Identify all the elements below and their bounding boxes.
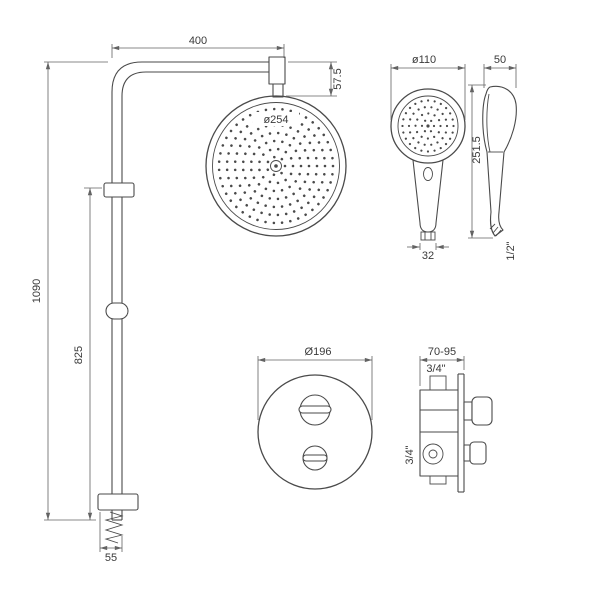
valve-plate-diameter-label: Ø196 [305,346,332,358]
dimension-arm-reach: 400 [111,35,285,58]
spray-nozzle-pattern [217,107,335,225]
base-offset-label: 55 [105,552,117,564]
dimension-hand-head-depth: 50 [483,54,517,88]
overhead-shower-head: ø254 [205,56,347,237]
head-rim-outer [205,95,347,237]
dimension-total-height: 1090 [31,61,108,521]
valve-recess-depth-label: 70-95 [428,346,456,358]
hand-head-diameter-label: ø110 [412,54,436,66]
valve-side-port [422,443,444,465]
riser-rail [111,61,285,521]
head-drop-label: 57.5 [332,68,344,89]
rail-height-label: 825 [73,346,85,364]
hand-shower-length-label: 251.5 [471,136,483,164]
shower-column-front-view: ø254 400 57.5 1090 825 [31,35,347,564]
valve-side-knob-bottom [463,441,487,465]
dimension-valve-recess-depth: 70-95 [419,346,465,386]
dimension-handle-width: 32 [407,243,449,262]
head-hub [270,160,282,172]
arm-fitting [268,56,286,85]
side-face-edge [486,93,491,153]
hand-connection-label: 1/2" [505,241,517,260]
handle-width-label: 32 [422,250,434,262]
dimension-rail-height: 825 [73,187,102,520]
valve-front-view: Ø196 [257,346,373,490]
handle-connector [420,231,436,241]
wall-bracket [103,182,135,198]
hand-shower-handle [412,159,444,233]
dimension-hand-head-diameter: ø110 [390,54,466,120]
valve-top-inlet [429,375,447,391]
valve-side-knob-top [463,396,493,426]
valve-side-connection-label: 3/4" [404,445,416,464]
head-diameter-label: ø254 [263,114,288,126]
hand-shower-front-view: ø110 32 [390,54,466,262]
total-height-label: 1090 [31,279,43,303]
hand-shower-side-view: 50 251.5 1/2" [468,54,517,261]
dimension-hand-shower-length: 251.5 [468,84,493,239]
outlet-housing [97,493,139,511]
valve-bottom-outlet [429,475,447,485]
valve-body [419,375,458,485]
valve-side-view: 70-95 3/4" 3/4" [404,346,493,493]
rail-inner-edge [121,71,284,520]
head-rim-inner [212,102,340,230]
valve-knob-bottom [302,445,328,471]
valve-wall-plate [457,373,465,493]
valve-plate [257,374,373,490]
dimension-base-offset: 55 [99,512,123,564]
valve-knob-top [298,394,332,426]
head-stem [272,83,284,98]
dimension-valve-plate-diameter: Ø196 [257,346,373,420]
hand-head-depth-label: 50 [494,54,506,66]
handle-mode-button [423,167,433,181]
valve-top-connection-label: 3/4" [426,363,445,375]
hand-shower-side-profile [482,85,517,237]
arm-reach-label: 400 [189,35,207,47]
shower-hose [104,511,124,544]
hand-shower-rim-inner [397,95,459,157]
dimension-head-drop: 57.5 [286,61,344,97]
hand-shower-rim-outer [390,88,466,164]
rail-outer-edge [111,61,284,520]
hand-shower-nozzle-pattern [401,99,455,153]
side-connector-thread [489,223,502,237]
slider-knob [105,302,129,320]
